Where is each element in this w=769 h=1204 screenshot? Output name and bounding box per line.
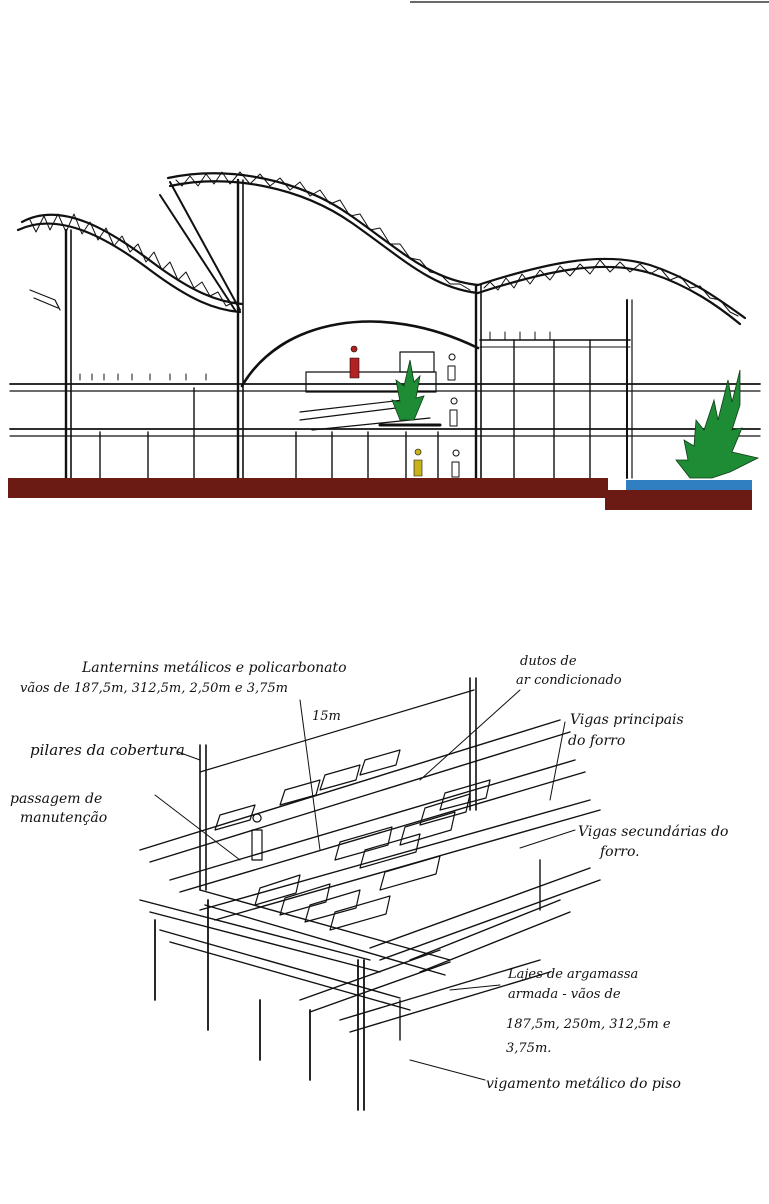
label-main-beams-2: do forro	[568, 733, 625, 749]
label-slabs-2: armada - vãos de	[508, 987, 621, 1002]
label-slabs-1: Lajes de argamassa	[507, 967, 638, 982]
label-air-ducts-1: dutos de	[520, 654, 577, 669]
label-floor-beams: vigamento metálico do piso	[486, 1076, 681, 1092]
label-air-ducts-2: ar condicionado	[516, 673, 622, 688]
label-skylight-title: Lanternins metálicos e policarbonato	[81, 660, 347, 676]
label-slabs-4: 3,75m.	[506, 1041, 551, 1056]
label-slabs-3: 187,5m, 250m, 312,5m e	[506, 1017, 671, 1032]
label-walkway-1: passagem de	[10, 791, 102, 807]
label-secondary-beams-2: forro.	[599, 844, 640, 860]
label-secondary-beams-1: Vigas secundárias do	[578, 824, 728, 840]
label-walkway-2: manutenção	[20, 810, 107, 826]
label-roof-pillars: pilares da cobertura	[30, 741, 185, 759]
label-dimension: 15m	[312, 709, 341, 724]
label-main-beams-1: Vigas principais	[570, 712, 684, 728]
label-skylight-spans: vãos de 187,5m, 312,5m, 2,50m e 3,75m	[20, 681, 288, 696]
